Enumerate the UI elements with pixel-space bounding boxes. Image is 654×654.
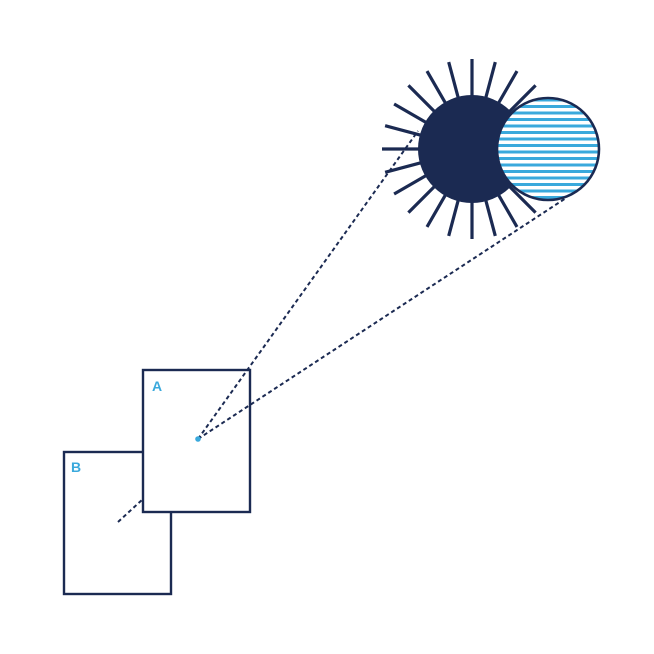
sight-line-b [117, 498, 144, 523]
sight-line-upper [197, 130, 419, 440]
panel-a-label: A [152, 378, 162, 394]
moon-icon [495, 96, 601, 202]
observer-point [195, 436, 201, 442]
sun-icon [418, 95, 526, 203]
panel-b-label: B [71, 459, 81, 475]
sight-line-lower [197, 197, 567, 440]
